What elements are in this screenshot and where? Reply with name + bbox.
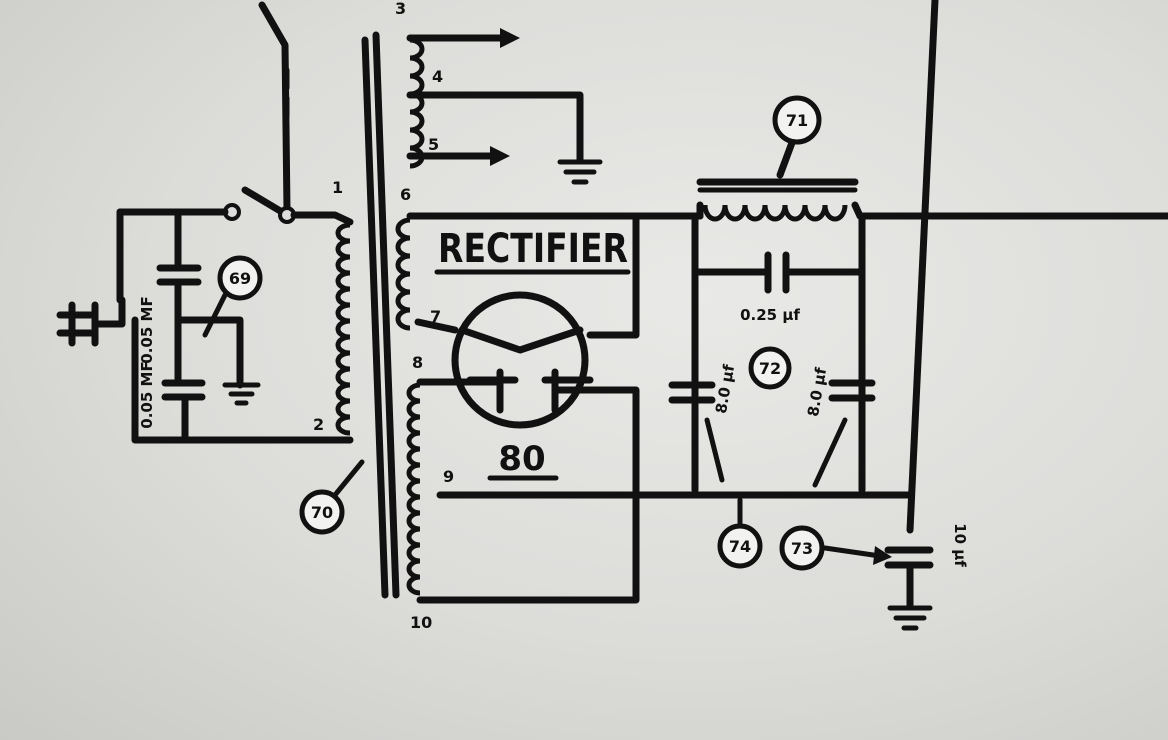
terminal-6: 6 xyxy=(400,185,411,204)
svg-text:74: 74 xyxy=(729,537,751,556)
tube-number: 80 xyxy=(498,439,545,479)
terminal-numbers: 3 4 5 1 6 7 8 2 9 10 xyxy=(313,0,454,632)
secondary-windings xyxy=(395,37,425,596)
terminal-4: 4 xyxy=(432,67,443,86)
terminal-2: 2 xyxy=(313,415,324,434)
cap-filter-bridge-label: 0.25 μf xyxy=(740,306,800,324)
ref-70: 70 xyxy=(299,459,365,535)
cap-bleed-label: 10 μf xyxy=(951,523,969,567)
svg-text:69: 69 xyxy=(229,269,251,288)
cap-filter-right-label: 8.0 μf xyxy=(804,366,830,418)
ref-74: 74 xyxy=(717,497,763,569)
filter-choke xyxy=(668,0,1168,631)
tube-label: RECTIFIER xyxy=(438,226,628,272)
svg-text:71: 71 xyxy=(786,111,808,130)
cap-filter-left-label: 8.0 μf xyxy=(712,363,738,415)
terminal-1: 1 xyxy=(332,178,343,197)
ref-73: 73 xyxy=(779,525,825,571)
ref-69: 69 xyxy=(202,255,263,338)
primary-circuit xyxy=(56,1,354,444)
ref-71: 71 xyxy=(772,95,822,145)
svg-text:72: 72 xyxy=(759,359,781,378)
primary-winding xyxy=(335,222,351,436)
svg-text:73: 73 xyxy=(791,539,813,558)
terminal-10: 10 xyxy=(410,613,432,632)
rectifier-tube xyxy=(451,291,594,429)
terminal-5: 5 xyxy=(428,135,439,154)
transformer-core xyxy=(361,31,400,599)
secondary-leads xyxy=(406,28,914,604)
terminal-7: 7 xyxy=(430,307,441,326)
cap-line-top-label: 0.05 MF xyxy=(138,296,156,363)
cap-line-bottom-label: 0.05 MF xyxy=(138,361,156,428)
terminal-3: 3 xyxy=(395,0,406,18)
terminal-8: 8 xyxy=(412,353,423,372)
svg-text:70: 70 xyxy=(311,503,333,522)
ref-72: 72 xyxy=(748,346,792,390)
terminal-9: 9 xyxy=(443,467,454,486)
